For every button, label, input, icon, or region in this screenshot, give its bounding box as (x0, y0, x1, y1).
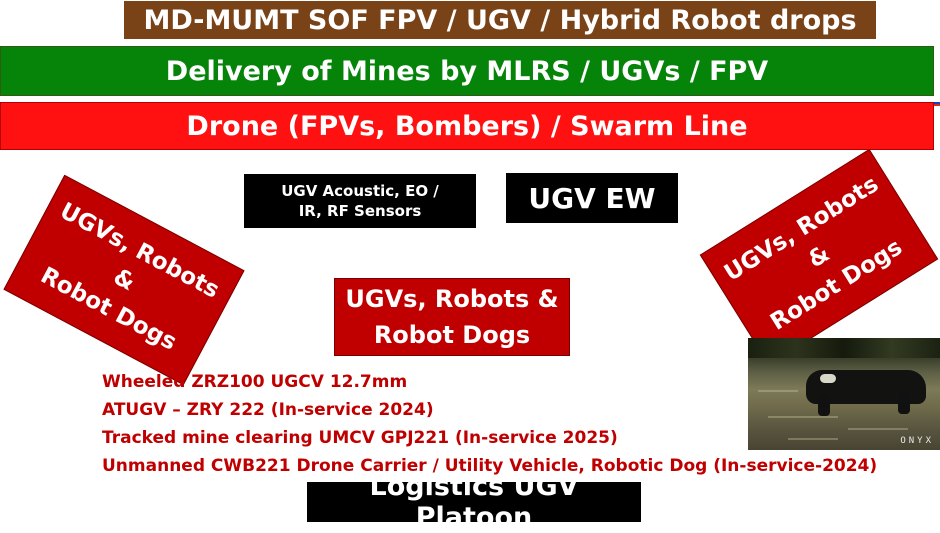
list-item: Wheeled ZRZ100 UGCV 12.7mm (102, 372, 408, 392)
robots-box-center: UGVs, Robots & Robot Dogs (334, 278, 570, 356)
list-item: ATUGV – ZRY 222 (In-service 2024) (102, 400, 434, 420)
banner-drone-swarm-line: Drone (FPVs, Bombers) / Swarm Line (0, 102, 934, 150)
photo-ripple (848, 428, 908, 430)
flag-icon (932, 100, 940, 106)
ugv-systems-list: Wheeled ZRZ100 UGCV 12.7mm ATUGV – ZRY 2… (102, 368, 877, 480)
robots-box-right: UGVs, Robots & Robot Dogs (699, 148, 939, 366)
photo-ripple (768, 416, 838, 418)
robot-leg (898, 392, 910, 414)
photo-ripple (758, 390, 798, 392)
ugv-sensors-box: UGV Acoustic, EO / IR, RF Sensors (244, 174, 476, 228)
logistics-ugv-platoon-box: Logistics UGV Platoon (307, 471, 641, 533)
photo-watermark: ONYX (900, 436, 934, 446)
ugv-sensors-line-1: UGV Acoustic, EO / (281, 182, 439, 200)
robots-box-center-line-2: Robot Dogs (373, 321, 531, 349)
robot-dog-water-photo: ONYX (748, 338, 940, 450)
ugv-sensors-line-2: IR, RF Sensors (298, 202, 422, 220)
list-item: Tracked mine clearing UMCV GPJ221 (In-se… (102, 428, 618, 448)
robots-box-left: UGVs, Robots & Robot Dogs (3, 174, 245, 386)
list-item: Unmanned CWB221 Drone Carrier / Utility … (102, 456, 878, 476)
banner-mine-delivery: Delivery of Mines by MLRS / UGVs / FPV (0, 46, 934, 96)
photo-ripple (788, 438, 838, 440)
ugv-ew-box: UGV EW (506, 173, 678, 223)
photo-treeline (748, 338, 940, 358)
banner-sof-hybrid-drops: MD-MUMT SOF FPV / UGV / Hybrid Robot dro… (124, 1, 876, 41)
robot-leg (818, 394, 830, 416)
robots-box-center-line-1: UGVs, Robots & (345, 285, 559, 313)
robot-sensor-head (820, 374, 836, 383)
